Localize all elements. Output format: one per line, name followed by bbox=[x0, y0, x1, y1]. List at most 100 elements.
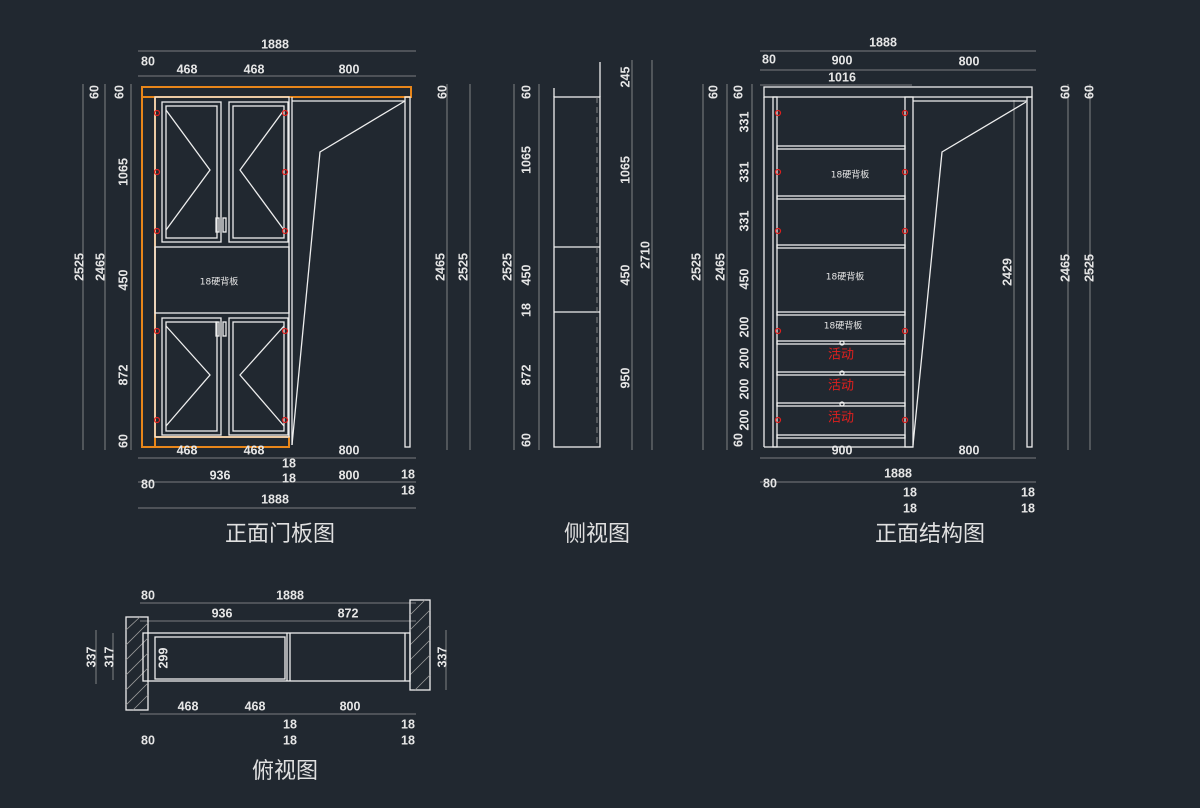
dimension-value: 60 bbox=[731, 433, 745, 447]
dimension-value: 800 bbox=[339, 468, 360, 482]
dimension-value: 900 bbox=[832, 53, 853, 67]
dimension-value: 800 bbox=[339, 62, 360, 76]
dimension-value: 1888 bbox=[261, 492, 289, 506]
view-title-top: 俯视图 bbox=[252, 759, 318, 784]
front-door-view: 18硬背板 bbox=[82, 50, 471, 509]
dimension-value: 468 bbox=[244, 62, 265, 76]
dimension-value: 337 bbox=[84, 647, 98, 668]
cabinet-body bbox=[154, 96, 290, 438]
dimension-value: 2429 bbox=[1000, 258, 1014, 286]
back-panel-label: 18硬背板 bbox=[826, 271, 864, 283]
dimension-value: 450 bbox=[519, 265, 533, 286]
right-wall-hatch bbox=[409, 599, 431, 691]
dimension-value: 2525 bbox=[72, 253, 86, 281]
dimension-value: 18 bbox=[903, 485, 917, 499]
dimension-value: 800 bbox=[959, 54, 980, 68]
dimension-value: 936 bbox=[210, 468, 231, 482]
dimension-value: 1888 bbox=[276, 588, 304, 602]
dimension-value: 1065 bbox=[519, 146, 533, 174]
view-title-front-structure: 正面结构图 bbox=[875, 522, 985, 547]
dimension-value: 468 bbox=[178, 699, 199, 713]
dimension-value: 331 bbox=[737, 112, 751, 133]
dimension-value: 800 bbox=[340, 699, 361, 713]
dimension-value: 331 bbox=[737, 162, 751, 183]
shelf-pin-markers bbox=[774, 109, 909, 424]
dimension-value: 60 bbox=[1082, 85, 1096, 99]
dimension-value: 60 bbox=[116, 434, 130, 448]
upper-doors bbox=[161, 101, 289, 243]
side-view bbox=[513, 60, 653, 450]
dimension-value: 18 bbox=[401, 717, 415, 731]
dimension-value: 450 bbox=[737, 269, 751, 290]
dimension-value: 80 bbox=[762, 52, 776, 66]
dimension-lines bbox=[82, 50, 471, 509]
side-carcass bbox=[553, 96, 601, 448]
bottom-plinth bbox=[154, 436, 290, 448]
back-panel-label: 18硬背板 bbox=[200, 276, 238, 288]
dimension-value: 900 bbox=[832, 443, 853, 457]
dimension-value: 1065 bbox=[618, 156, 632, 184]
dimension-value: 299 bbox=[156, 648, 170, 669]
dimension-value: 80 bbox=[141, 588, 155, 602]
dimension-value: 80 bbox=[141, 54, 155, 68]
dimension-value: 18 bbox=[282, 456, 296, 470]
dimension-value: 18 bbox=[1021, 485, 1035, 499]
dimension-value: 18 bbox=[401, 483, 415, 497]
dimension-value: 18 bbox=[1021, 501, 1035, 515]
dimension-value: 60 bbox=[519, 85, 533, 99]
dimension-value: 200 bbox=[737, 410, 751, 431]
cabinet-plan bbox=[142, 632, 411, 682]
dimension-value: 60 bbox=[706, 85, 720, 99]
dimension-value: 80 bbox=[763, 476, 777, 490]
dimension-value: 468 bbox=[245, 699, 266, 713]
dimension-value: 872 bbox=[116, 365, 130, 386]
open-niche bbox=[154, 246, 290, 314]
dimension-value: 2525 bbox=[689, 253, 703, 281]
view-title-side: 侧视图 bbox=[564, 522, 630, 547]
dimension-value: 18 bbox=[282, 471, 296, 485]
dimension-value: 80 bbox=[141, 477, 155, 491]
dimension-value: 337 bbox=[435, 647, 449, 668]
dimension-value: 60 bbox=[519, 433, 533, 447]
dimension-value: 60 bbox=[435, 85, 449, 99]
front-structure-view: 18硬背板 18硬背板 18硬背板 活动 活动 活动 bbox=[702, 50, 1091, 483]
dimension-value: 450 bbox=[116, 270, 130, 291]
door-opening bbox=[912, 96, 1033, 448]
hinge-markers bbox=[153, 109, 289, 424]
dimension-value: 2525 bbox=[1082, 254, 1096, 282]
shelves bbox=[776, 145, 906, 439]
back-panel-label: 18硬背板 bbox=[824, 320, 862, 332]
dimension-value: 80 bbox=[141, 733, 155, 747]
dimension-value: 18 bbox=[401, 467, 415, 481]
dimension-labels: 1888 80 468 468 800 2525 2465 60 60 1065 450 872 60 6… bbox=[72, 35, 1096, 747]
dimension-value: 200 bbox=[737, 317, 751, 338]
movable-shelf-label: 活动 bbox=[828, 411, 854, 426]
left-side-board bbox=[141, 96, 156, 448]
left-wall-hatch bbox=[125, 616, 149, 711]
dimension-value: 2465 bbox=[1058, 254, 1072, 282]
movable-shelf-label: 活动 bbox=[828, 379, 854, 394]
dimension-value: 950 bbox=[618, 368, 632, 389]
dimension-value: 60 bbox=[731, 85, 745, 99]
dimension-value: 245 bbox=[618, 67, 632, 88]
top-view bbox=[95, 599, 447, 715]
dimension-value: 936 bbox=[212, 606, 233, 620]
dimension-value: 200 bbox=[737, 348, 751, 369]
dimension-value: 331 bbox=[737, 211, 751, 232]
dimension-value: 800 bbox=[959, 443, 980, 457]
dimension-value: 60 bbox=[112, 85, 126, 99]
top-crown-board bbox=[141, 86, 412, 98]
dimension-value: 800 bbox=[339, 443, 360, 457]
dimension-value: 1065 bbox=[116, 158, 130, 186]
dimension-value: 450 bbox=[618, 265, 632, 286]
door-opening bbox=[291, 96, 411, 448]
dimension-value: 317 bbox=[102, 647, 116, 668]
dimension-value: 1888 bbox=[869, 35, 897, 49]
dimension-value: 2710 bbox=[638, 241, 652, 269]
dimension-value: 468 bbox=[177, 62, 198, 76]
dimension-value: 2525 bbox=[456, 253, 470, 281]
dimension-value: 872 bbox=[519, 365, 533, 386]
dimension-value: 18 bbox=[519, 303, 533, 317]
